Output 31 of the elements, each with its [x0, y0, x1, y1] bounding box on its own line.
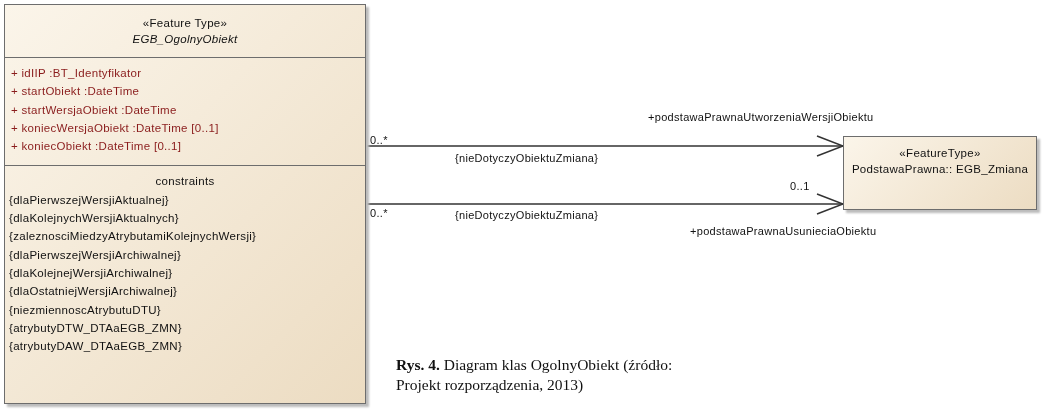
class-name: PodstawaPrawna:: EGB_Zmiana [851, 162, 1029, 177]
edge-label: {nieDotyczyObiektuZmiana} [455, 209, 599, 221]
constraint-text: {dlaOstatniejWersjiArchiwalnej} [9, 284, 179, 300]
attribute-text: + startObiekt :DateTime [11, 84, 141, 100]
constraint-text: {dlaPierwszejWersjiArchiwalnej} [9, 247, 183, 263]
attribute-text: + koniecObiekt :DateTime [0..1] [11, 139, 183, 155]
edge-label: {nieDotyczyObiektuZmiana} [455, 152, 599, 164]
role-name: +podstawaPrawnaUsunieciaObiektu [690, 225, 877, 237]
multiplicity-label: 0..* [370, 134, 388, 146]
constraint-text: {zaleznosciMiedzyAtrybutamiKolejnychWersji} [9, 229, 258, 245]
constraint-text: {dlaKolejnejWersjiArchiwalnej} [9, 265, 174, 281]
section-title: constraints [154, 174, 216, 190]
constraint-text: {atrybutyDTW_DTAaEGB_ZMN} [9, 320, 183, 336]
multiplicity-label: 0..1 [790, 180, 810, 192]
association-arrow [365, 135, 844, 157]
constraint-text: {dlaPierwszejWersjiAktualnej} [9, 192, 170, 208]
stereotype-text: «FeatureType» [899, 146, 981, 161]
constraint-text: {atrybutyDAW_DTAaEGB_ZMN} [9, 339, 184, 355]
class-box [843, 136, 1037, 210]
constraint-text: {dlaKolejnychWersjiAktualnych} [9, 211, 180, 227]
stereotype-text: «Feature Type» [142, 16, 228, 31]
class-name: EGB_OgolnyObiekt [132, 32, 238, 47]
attribute-text: + startWersjaObiekt :DateTime [11, 102, 178, 118]
association-arrow [365, 193, 844, 215]
figure-caption: Rys. 4. Diagram klas OgolnyObiekt (źródło: Projekt rozporządzenia, 2013) [396, 355, 674, 395]
constraint-text: {niezmiennoscAtrybutuDTU} [9, 302, 162, 318]
role-name: +podstawaPrawnaUtworzeniaWersjiObiektu [648, 111, 874, 123]
attribute-text: + idIIP :BT_Identyfikator [11, 66, 143, 81]
class-box [4, 4, 366, 404]
attribute-text: + koniecWersjaObiekt :DateTime [0..1] [11, 120, 220, 136]
multiplicity-label: 0..* [370, 207, 388, 219]
